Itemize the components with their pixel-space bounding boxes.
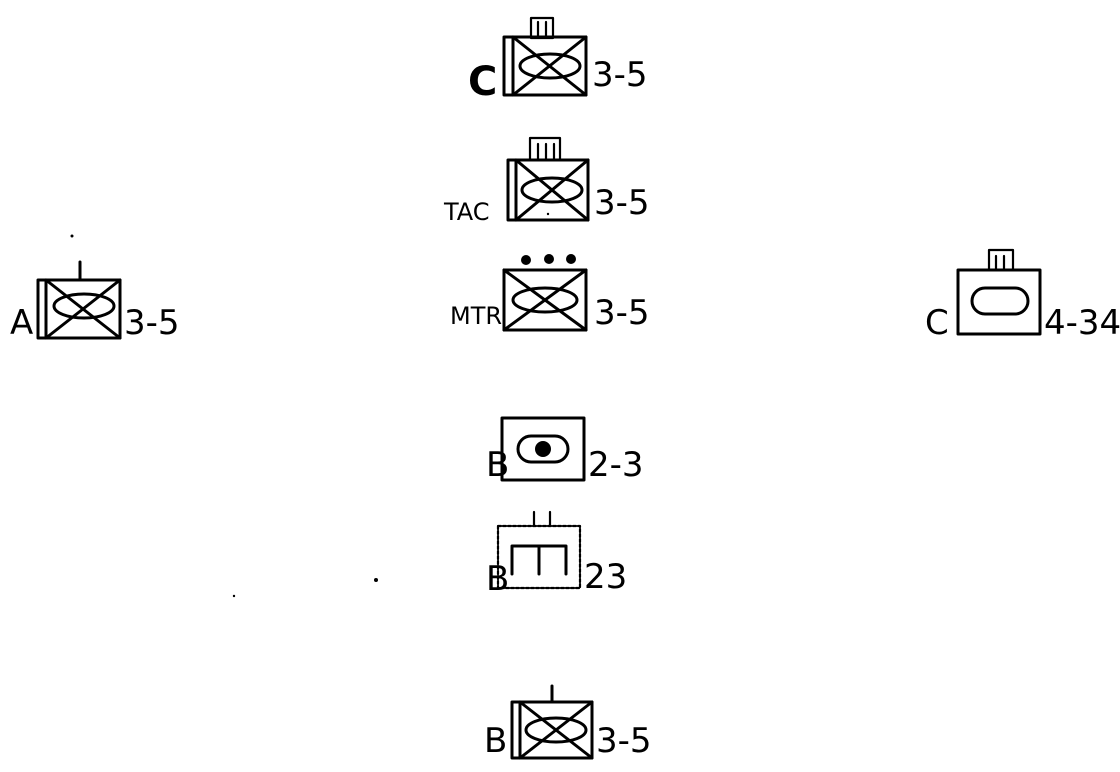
connector-mtr-symbol [502,254,588,332]
connector-c-top-prefix: C [468,59,497,105]
pin-dot-icon [535,441,551,457]
connector-b-bottom-symbol [510,684,594,760]
connector-c-right-suffix: 4-34 [1044,303,1120,343]
connector-b-u-suffix: 23 [584,557,627,597]
connector-c-top-suffix: 3-5 [592,55,648,95]
connector-b-dot: B 2-3 [486,416,644,485]
connector-b-u: B 23 [486,510,627,599]
scan-specks [70,212,550,598]
connector-b-bottom-prefix: B [484,721,507,761]
connector-a-left: A 3-5 [10,260,180,343]
pin-dot-icon [566,254,576,264]
pin-dot-icon [544,254,554,264]
connector-b-bottom-suffix: 3-5 [596,721,652,761]
connector-b-u-symbol [496,510,582,590]
connector-c-top: C 3-5 [468,16,648,105]
pin-dot-icon [521,255,531,265]
connector-b-dot-suffix: 2-3 [588,445,644,485]
connector-a-left-prefix: A [10,303,33,343]
connector-mtr: MTR 3-5 [450,254,650,333]
connector-a-left-suffix: 3-5 [124,303,180,343]
connector-b-dot-symbol [500,416,586,482]
connector-tac-suffix: 3-5 [594,183,650,223]
connector-tac-symbol [506,136,590,222]
connector-mtr-suffix: 3-5 [594,293,650,333]
connector-c-right: C 4-34 [925,248,1120,343]
connector-mtr-prefix: MTR [450,302,502,330]
connector-c-right-symbol [956,248,1042,336]
connector-c-right-prefix: C [925,303,949,343]
connector-tac: TAC 3-5 [443,136,650,226]
connector-c-top-symbol [502,16,588,97]
connector-b-bottom: B 3-5 [484,684,652,761]
connector-a-left-symbol [36,260,122,340]
connector-tac-prefix: TAC [443,198,490,226]
